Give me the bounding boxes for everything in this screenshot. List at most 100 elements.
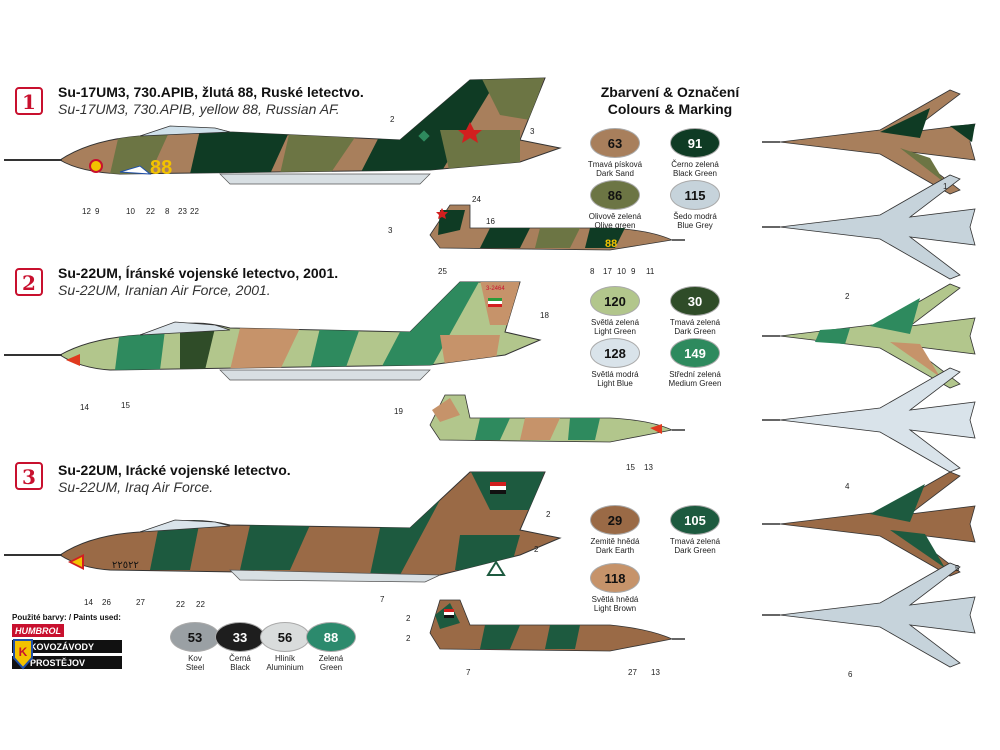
callout-number: 5 xyxy=(955,564,960,573)
color-name-cz: Tmavá písková xyxy=(587,160,643,169)
variant-1-subtitle: Su-17UM3, 730.APIB, yellow 88, Russian A… xyxy=(58,101,340,117)
color-name-cz: Střední zelená xyxy=(669,370,721,379)
color-name-en: Aluminium xyxy=(266,663,304,672)
variant-2-subtitle: Su-22UM, Iranian Air Force, 2001. xyxy=(58,282,271,298)
callout-number: 14 xyxy=(84,598,93,607)
color-name-cz: Zemitě hnědá xyxy=(590,537,640,546)
callout-number: 27 xyxy=(136,598,145,607)
callout-number: 18 xyxy=(540,311,549,320)
callout-number: 22 xyxy=(146,207,155,216)
callout-number: 22 xyxy=(190,207,199,216)
variant-2-number: 2 xyxy=(22,271,36,295)
plan-view-3-top xyxy=(762,471,976,577)
color-code: 29 xyxy=(590,505,640,535)
callout-number: 24 xyxy=(472,195,481,204)
callout-number: 26 xyxy=(102,598,111,607)
color-name-cz: Černá xyxy=(229,654,251,663)
color-name-cz: Hliník xyxy=(274,654,295,663)
plan-view-1-top xyxy=(762,89,976,195)
plan-view-3-bottom xyxy=(762,562,976,668)
color-name-en: Dark Green xyxy=(674,327,716,336)
color-code: 56 xyxy=(260,622,310,652)
aircraft-2-side-view: 3-2464 xyxy=(4,281,542,381)
kovozavody-logo: KOVOZÁVODY xyxy=(12,640,122,653)
color-code: 30 xyxy=(670,286,720,316)
color-name-en: Green xyxy=(319,663,343,672)
legend-title-en: Colours & Marking xyxy=(607,101,733,117)
callout-number: 7 xyxy=(466,668,471,677)
aircraft-1-side-view: 88 xyxy=(4,77,562,185)
color-code: 115 xyxy=(670,180,720,210)
callout-number: 25 xyxy=(438,267,447,276)
callout-number: 10 xyxy=(126,207,135,216)
color-name-en: Light Brown xyxy=(593,604,637,613)
prostejov-logo: PROSTĚJOV xyxy=(12,656,122,669)
variant-2-title: Su-22UM, Íránské vojenské letectvo, 2001… xyxy=(58,265,339,281)
color-name-cz: Tmavá zelená xyxy=(669,318,721,327)
callout-number: 12 xyxy=(82,207,91,216)
variant-2-badge: 2 xyxy=(15,268,43,296)
callout-number: 2 xyxy=(406,614,411,623)
callout-number: 6 xyxy=(848,670,853,679)
aircraft-3-small-view xyxy=(429,599,685,652)
legend-title-cz: Zbarvení & Označení xyxy=(600,84,740,100)
aircraft-1-tail-number: 88 xyxy=(150,157,172,179)
callout-number: 22 xyxy=(196,600,205,609)
color-name-cz: Černo zelená xyxy=(671,160,719,169)
callout-number: 17 xyxy=(603,267,612,276)
svg-text:K: K xyxy=(19,645,28,659)
callout-number: 14 xyxy=(80,403,89,412)
color-name-en: Medium Green xyxy=(668,379,722,388)
callout-number: 16 xyxy=(486,217,495,226)
paints-used-label: Použité barvy: / Paints used: xyxy=(12,613,121,622)
color-code: 88 xyxy=(306,622,356,652)
plan-view-2-top xyxy=(762,283,976,389)
aircraft-3-side-view: ٢٢٥٢٢ xyxy=(4,471,562,583)
color-name-en: Dark Green xyxy=(674,546,716,555)
callout-number: 8 xyxy=(165,207,170,216)
aircraft-3-serial: ٢٢٥٢٢ xyxy=(112,560,139,571)
color-code: 86 xyxy=(590,180,640,210)
plan-view-2-bottom xyxy=(762,367,976,473)
color-code: 33 xyxy=(215,622,265,652)
aircraft-1-small-tail-number: 88 xyxy=(605,238,617,250)
color-name-cz: Světlá zelená xyxy=(590,318,640,327)
color-name-cz: Světlá hnědá xyxy=(591,595,639,604)
color-code: 105 xyxy=(670,505,720,535)
color-name-cz: Olivově zelená xyxy=(588,212,642,221)
variant-3-subtitle: Su-22UM, Iraq Air Force. xyxy=(58,479,214,495)
color-name-en: Olive green xyxy=(594,221,636,230)
color-name-en: Black xyxy=(230,663,250,672)
callout-number: 2 xyxy=(546,510,551,519)
color-name-cz: Kov xyxy=(188,654,202,663)
color-code: 91 xyxy=(670,128,720,158)
callout-number: 4 xyxy=(845,482,850,491)
color-name-cz: Světlá modrá xyxy=(591,370,639,379)
callout-number: 13 xyxy=(644,463,653,472)
color-code: 53 xyxy=(170,622,220,652)
callout-number: 19 xyxy=(394,407,403,416)
aircraft-2-serial: 3-2464 xyxy=(486,286,505,292)
color-name-cz: Zelená xyxy=(318,654,344,663)
color-name-en: Dark Earth xyxy=(595,546,635,555)
variant-3-badge: 3 xyxy=(15,462,43,490)
color-code: 118 xyxy=(590,563,640,593)
color-name-cz: Šedo modrá xyxy=(673,212,717,221)
callout-number: 2 xyxy=(845,292,850,301)
variant-3-number: 3 xyxy=(22,465,36,489)
color-name-en: Blue Grey xyxy=(677,221,713,230)
kovozavody-shield-icon: K xyxy=(13,639,33,670)
